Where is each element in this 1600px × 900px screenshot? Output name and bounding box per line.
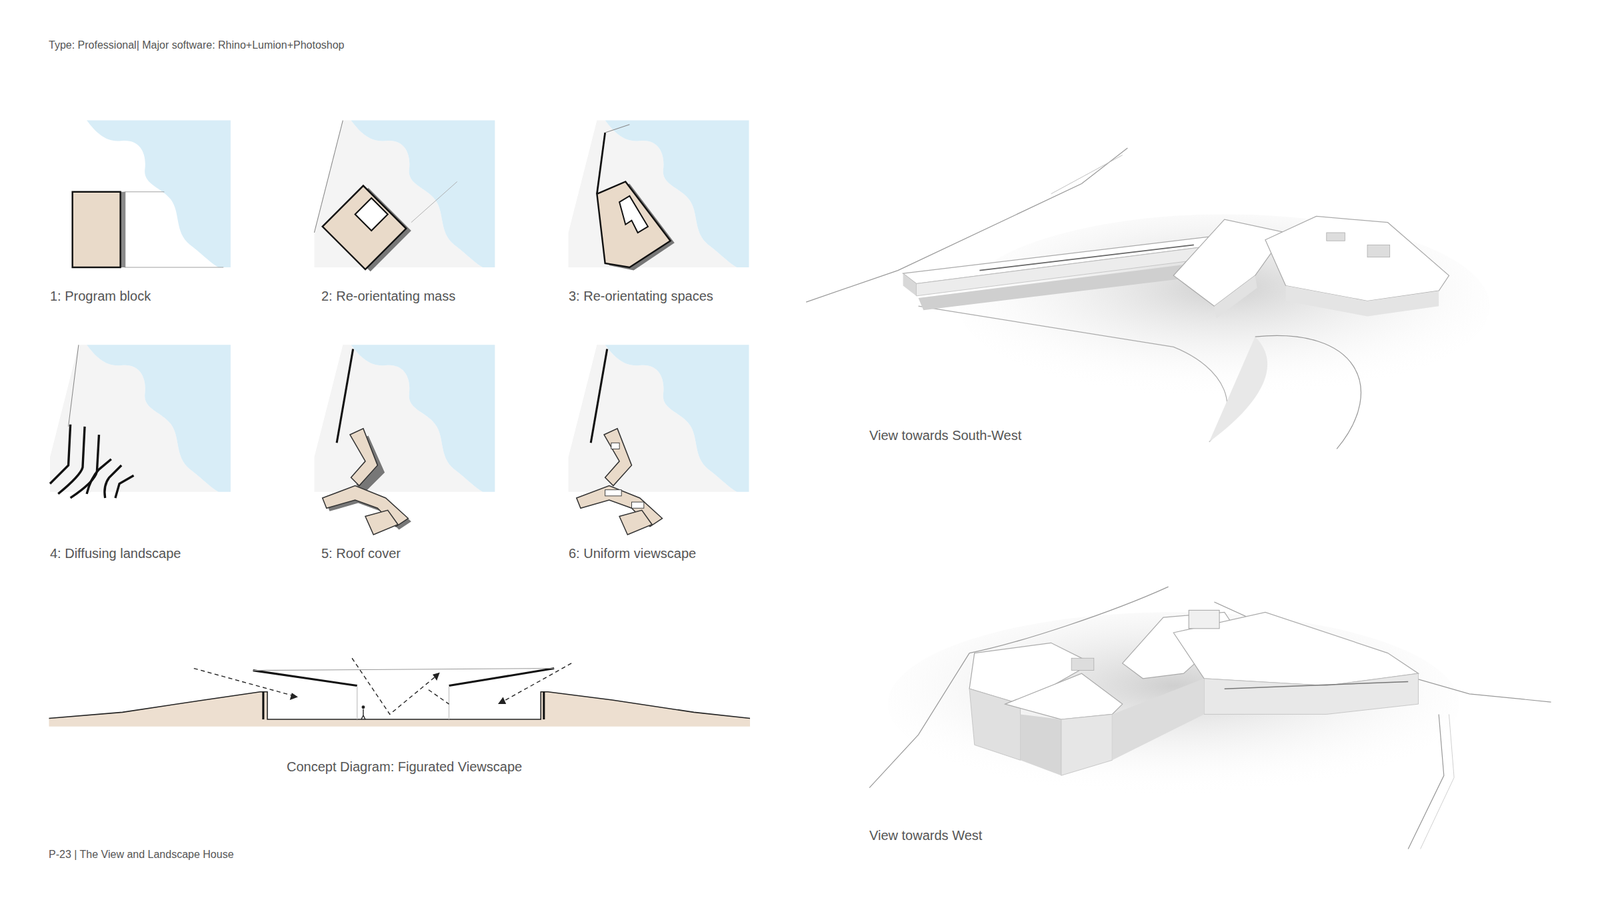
spaces [596, 181, 670, 268]
step-label: 3: Re-orientating spaces [568, 288, 714, 304]
render-south-west [806, 148, 1490, 450]
step-panel [314, 120, 495, 272]
site-line [411, 181, 458, 222]
step-panel [568, 344, 750, 535]
ground-line [48, 692, 750, 720]
view-arrows [194, 658, 572, 714]
step-label: 4: Diffusing landscape [50, 545, 181, 562]
person [361, 705, 366, 720]
diagram-caption: Concept Diagram: Figurated Viewscape [286, 758, 522, 775]
courtyard [619, 196, 648, 233]
wall-line [336, 348, 353, 443]
roof [322, 428, 412, 535]
step-panel [72, 120, 231, 268]
page-footer: P-23 | The View and Landscape House [48, 848, 234, 861]
site-line [68, 344, 79, 426]
step-panel [314, 344, 495, 535]
ground [48, 692, 750, 727]
site-line [124, 267, 224, 268]
step-label: 5: Roof cover [321, 545, 401, 562]
step-label: 1: Program block [50, 288, 151, 304]
step-label: 2: Re-orientating mass [321, 288, 456, 304]
site-line [605, 124, 630, 133]
section-diagram [48, 658, 750, 727]
courtyard [355, 198, 388, 231]
render-west [869, 586, 1551, 849]
arrowheads [290, 672, 506, 704]
header-note: Type: Professional| Major software: Rhin… [48, 38, 345, 52]
wall-line [590, 348, 607, 443]
wall [262, 692, 264, 720]
view-caption: View towards South-West [869, 427, 1022, 444]
water [86, 344, 231, 492]
glazing [357, 686, 450, 720]
wall [542, 692, 545, 720]
roof [253, 670, 358, 686]
roof [448, 668, 554, 686]
program-block [72, 192, 121, 268]
mass [322, 186, 407, 270]
step-panel [50, 344, 231, 498]
roof-line [253, 668, 555, 671]
landscape-lines [50, 424, 134, 498]
site-line [124, 191, 165, 192]
step-label: 6: Uniform viewscape [568, 545, 696, 562]
step-panel [568, 120, 750, 271]
wall-line [596, 132, 605, 194]
roof [576, 428, 663, 535]
view-caption: View towards West [869, 827, 982, 844]
